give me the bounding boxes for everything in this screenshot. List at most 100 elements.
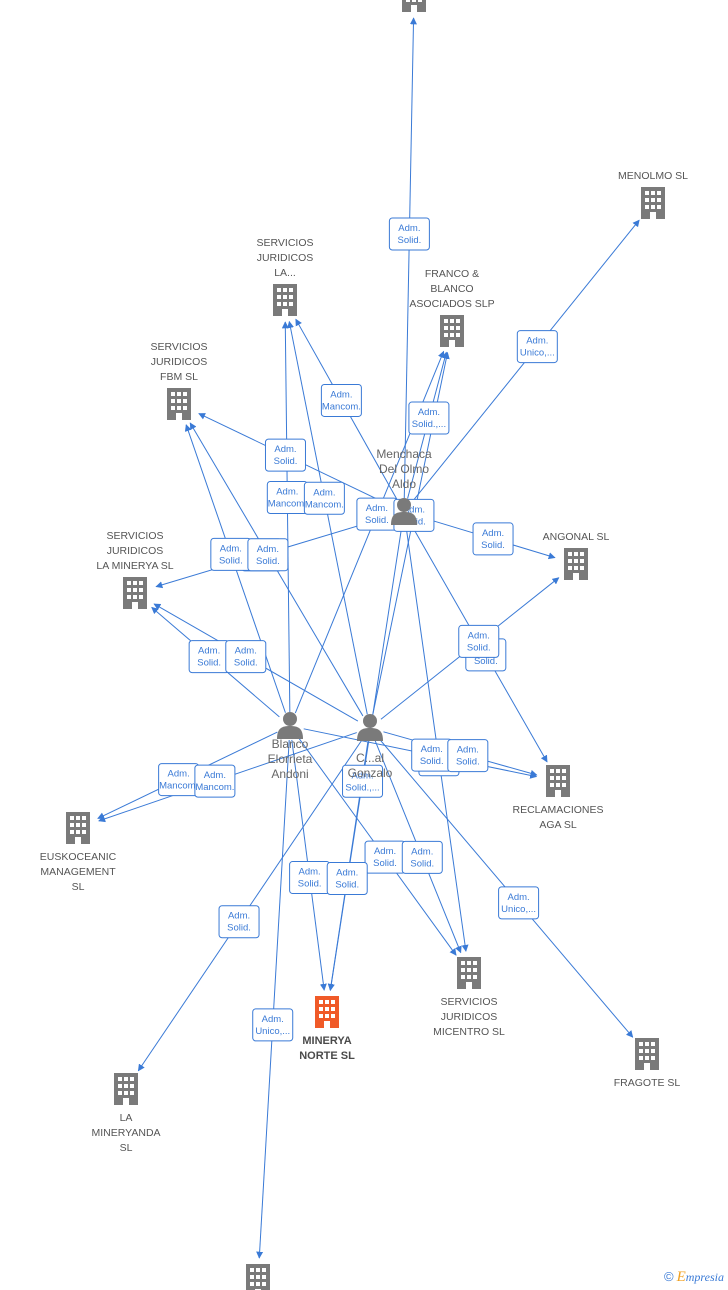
edge-label-text: Solid.,...: [345, 782, 379, 793]
edge-label-menchaca-angonal[interactable]: Adm.Solid.: [472, 522, 514, 556]
edge-label-text: Solid.,...: [412, 419, 446, 430]
edge-label-blanco-sj_la[interactable]: Adm.Mancom.: [266, 480, 308, 514]
edge-label-text: Mancom.: [159, 781, 198, 792]
node-label: FRANCO &: [425, 268, 479, 280]
edge-label-gonzalo-fragote[interactable]: Adm.Unico,...: [498, 886, 540, 920]
edge-label-blanco-bottom[interactable]: Adm.Unico,...: [252, 1008, 294, 1042]
node-label: FBM SL: [160, 371, 198, 383]
edge-label-text: Adm.: [411, 846, 433, 857]
edge-label-text: Solid.: [197, 658, 221, 669]
node-angonal[interactable]: ANGONAL SL: [543, 531, 610, 580]
person-icon: [277, 712, 303, 739]
edge-label-text: Adm.: [204, 770, 226, 781]
edge-label-box: [472, 522, 514, 556]
node-label: SL: [120, 1142, 133, 1154]
node-label: Menchaca: [376, 447, 432, 461]
node-label: NORTE SL: [299, 1050, 355, 1062]
edge-label-gonzalo-eusko[interactable]: Adm.Mancom.: [194, 764, 236, 798]
edge-label-text: Solid.: [481, 540, 505, 551]
node-sj_mic[interactable]: SERVICIOS JURIDICOS MICENTRO SL: [433, 957, 505, 1038]
edge-label-blanco-sj_mic[interactable]: Adm.Solid.: [364, 840, 406, 874]
node-label: MENOLMO SL: [618, 170, 688, 182]
node-label: MICENTRO SL: [433, 1026, 505, 1038]
edge-label-menchaca-top[interactable]: Adm.Solid.: [388, 217, 430, 251]
building-icon: [641, 187, 665, 219]
edge-label-gonzalo-sj_lam[interactable]: Adm.Solid.: [225, 640, 267, 674]
edge-label-blanco-sj_lam[interactable]: Adm.Solid.: [188, 640, 230, 674]
edge-label-text: Adm.: [403, 504, 425, 515]
edge-label-text: Solid.: [365, 515, 389, 526]
edge-label-text: Adm.: [299, 867, 321, 878]
edge-label-menchaca-franco[interactable]: Adm.Solid.,...: [408, 401, 450, 435]
edge-label-gonzalo-reclam[interactable]: Adm.Solid.: [447, 739, 489, 773]
building-icon: [114, 1073, 138, 1105]
node-label: JURIDICOS: [151, 356, 208, 368]
edge-label-text: Adm.: [198, 646, 220, 657]
edge-label-blanco-sj_fbm[interactable]: Adm.Solid.: [210, 537, 252, 571]
edge-label-text: Unico,...: [255, 1026, 290, 1037]
edge-label-box: [458, 624, 500, 658]
edge-label-blanco-franco[interactable]: Adm.Solid.: [356, 497, 398, 531]
edge-label-text: Adm.: [468, 630, 490, 641]
node-label: SERVICIOS: [441, 996, 498, 1008]
building-icon: [167, 388, 191, 420]
edge-label-gonzalo-mineryanda[interactable]: Adm.Solid.: [218, 905, 260, 939]
edge-blanco-bottom: [256, 739, 290, 1259]
edge-label-blanco-reclam[interactable]: Adm.Solid.: [411, 738, 453, 772]
edge-label-box: [447, 739, 489, 773]
edge-gonzalo-sj_la: [287, 320, 368, 715]
node-label: Andoni: [271, 767, 308, 781]
node-label: SERVICIOS: [257, 237, 314, 249]
copyright-symbol: ©: [664, 1269, 674, 1284]
edge-label-blanco-eusko[interactable]: Adm.Mancom.: [158, 763, 200, 797]
node-menolmo[interactable]: MENOLMO SL: [618, 170, 688, 219]
node-label: MANAGEMENT: [40, 866, 116, 878]
edge-label-text: Adm.: [168, 769, 190, 780]
edge-label-gonzalo-minerya[interactable]: Adm.Solid.: [326, 861, 368, 895]
edge-label-box: [247, 538, 289, 572]
node-bottom[interactable]: [246, 1264, 270, 1290]
edge-label-gonzalo-sj_la[interactable]: Adm.Mancom.: [303, 481, 345, 515]
node-label: ASOCIADOS SLP: [409, 298, 494, 310]
building-icon: [546, 765, 570, 797]
edge-label-text: Adm.: [508, 892, 530, 903]
node-label: JURIDICOS: [107, 545, 164, 557]
building-icon: [273, 284, 297, 316]
edge-label-text: Solid.: [256, 556, 280, 567]
edge-label-gonzalo-angonal[interactable]: Adm.Solid.: [458, 624, 500, 658]
edge-label-menchaca-menolmo[interactable]: Adm.Unico,...: [516, 330, 558, 364]
edge-label-text: Mancom.: [305, 499, 344, 510]
node-label: MINERYANDA: [91, 1127, 160, 1139]
building-icon: [564, 548, 588, 580]
edge-label-menchaca-minerya[interactable]: Adm.Solid.,...: [342, 764, 384, 798]
node-fragote[interactable]: FRAGOTE SL: [614, 1038, 681, 1089]
brand-initial: E: [676, 1269, 686, 1285]
edge-label-box: [303, 481, 345, 515]
building-icon: [402, 0, 426, 12]
edge-label-text: Adm.: [398, 223, 420, 234]
node-label: Blanco: [272, 737, 309, 751]
edge-label-text: Adm.: [418, 407, 440, 418]
edge-label-blanco-minerya[interactable]: Adm.Solid.: [289, 861, 331, 895]
node-top[interactable]: [402, 0, 426, 12]
edge-label-gonzalo-sj_fbm[interactable]: Adm.Solid.: [247, 538, 289, 572]
node-sj_la[interactable]: SERVICIOSJURIDICOSLA...: [257, 237, 314, 316]
edge-label-text: Solid.: [420, 756, 444, 767]
edge-label-text: Solid.: [373, 858, 397, 869]
edge-label-gonzalo-sj_mic[interactable]: Adm.Solid.: [401, 840, 443, 874]
edge-label-box: [408, 401, 450, 435]
edge-label-menchaca-sj_la[interactable]: Adm.Mancom.: [320, 383, 362, 417]
node-label: JURIDICOS: [441, 1011, 498, 1023]
edge-label-menchaca-sj_fbm[interactable]: Adm.Solid.: [264, 438, 306, 472]
